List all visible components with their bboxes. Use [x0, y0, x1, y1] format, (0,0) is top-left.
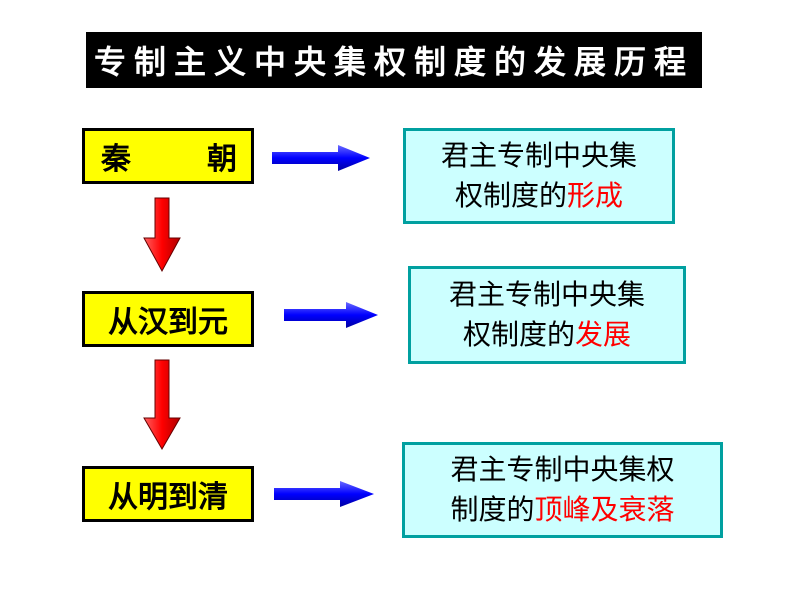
desc-line1: 君主专制中央集 [440, 139, 637, 172]
era-label-part2: 朝 [207, 142, 237, 177]
desc-line2: 权制度的发展 [463, 315, 631, 355]
desc-line2-highlight: 顶峰及衰落 [534, 493, 675, 526]
era-box-ming-to-qing: 从明到清 [82, 466, 254, 522]
desc-line2-plain: 权制度的 [462, 318, 575, 351]
desc-line2-plain: 制度的 [450, 493, 535, 526]
desc-line1: 君主专制中央集 [448, 278, 645, 311]
era-box-qin: 秦 朝 [82, 128, 254, 184]
desc-line2: 制度的顶峰及衰落 [450, 490, 674, 530]
right-arrow-2 [284, 302, 378, 328]
desc-box-formation: 君主专制中央集 权制度的形成 [403, 128, 675, 224]
era-label: 从汉到元 [108, 305, 228, 340]
right-arrow-1 [272, 145, 370, 171]
era-label: 从明到清 [108, 480, 228, 515]
right-arrow-3 [274, 481, 374, 507]
down-arrow-2 [143, 359, 181, 450]
era-box-han-to-yuan: 从汉到元 [82, 291, 254, 347]
era-label-part1: 秦 [101, 142, 131, 177]
desc-line2-highlight: 形成 [567, 179, 624, 212]
desc-line2-plain: 权制度的 [454, 179, 567, 212]
desc-line2: 权制度的形成 [455, 176, 623, 216]
desc-line1: 君主专制中央集权 [450, 453, 675, 486]
diagram-title: 专制主义中央集权制度的发展历程 [86, 32, 702, 88]
down-arrow-1 [143, 197, 181, 273]
desc-line2-highlight: 发展 [575, 318, 632, 351]
desc-box-development: 君主专制中央集 权制度的发展 [408, 266, 686, 364]
desc-box-peak-and-decline: 君主专制中央集权 制度的顶峰及衰落 [402, 442, 723, 538]
